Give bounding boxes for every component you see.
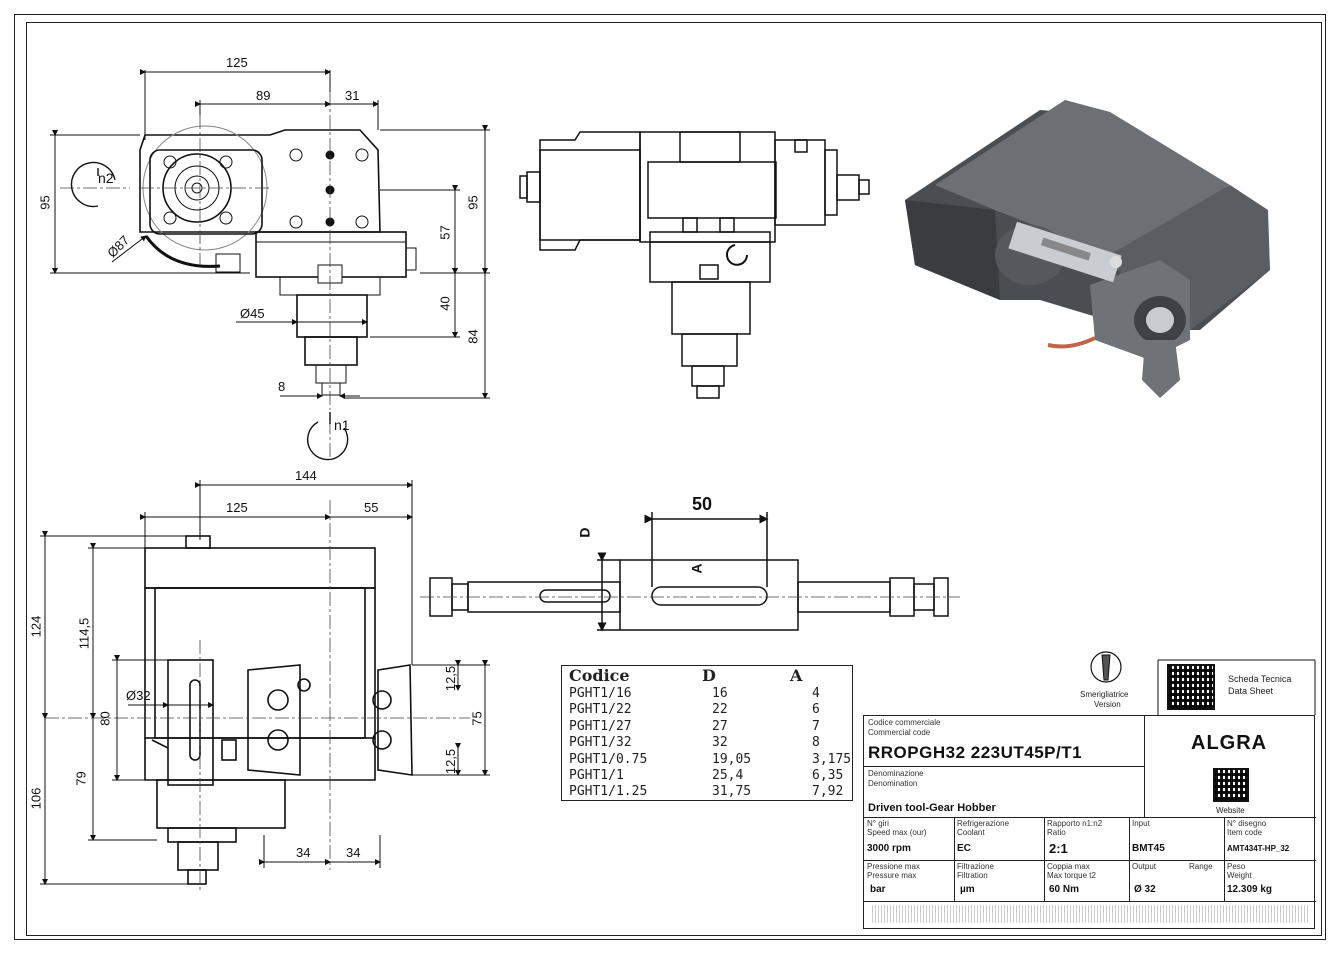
dimension-lines-top: [50, 69, 490, 399]
torque-value: 60 Nm: [1049, 884, 1080, 895]
label-d: D: [576, 527, 593, 538]
label-n2: n2: [98, 170, 114, 186]
ratio-value: 2:1: [1049, 841, 1068, 856]
commercial-code-label-en: Commercial code: [868, 728, 931, 737]
datasheet-label-1: Scheda Tecnica: [1228, 674, 1292, 684]
dim-55: 55: [364, 500, 379, 515]
input-value: BMT45: [1132, 843, 1165, 854]
version-label-2: Version: [1094, 700, 1121, 709]
filtration-value: µm: [960, 884, 975, 895]
dim-75: 75: [469, 711, 485, 726]
pressure-value: bar: [870, 884, 886, 895]
inner-frame: [26, 22, 1322, 936]
label-a: A: [688, 563, 705, 574]
dimension-lines-bottom: [40, 480, 490, 885]
denomination-label-it: Denominazione: [868, 769, 924, 778]
denomination: Driven tool-Gear Hobber: [868, 802, 996, 814]
dim-34-right: 34: [346, 845, 361, 860]
dim-57: 57: [437, 225, 453, 240]
algra-logo: ALGRA: [1143, 720, 1315, 764]
front-view-top: [139, 125, 417, 396]
brand-name: ALGRA: [1191, 732, 1268, 754]
datasheet-qr-code[interactable]: [1167, 664, 1215, 710]
top-view-bottom: [144, 535, 413, 885]
weight-value: 12.309 kg: [1227, 884, 1273, 895]
fine-print: [872, 905, 1308, 923]
dim-diameter-32: Ø32: [126, 688, 151, 703]
commercial-code-label-it: Codice commerciale: [868, 718, 941, 727]
dim-31: 31: [345, 88, 360, 103]
isometric-render: [905, 100, 1270, 398]
dim-106: 106: [28, 787, 44, 810]
col-header-code: Codice: [569, 666, 630, 685]
label-n1: n1: [334, 417, 350, 433]
dim-125-top: 125: [226, 55, 248, 70]
dim-124: 124: [28, 615, 44, 638]
dim-125-bottom: 125: [226, 500, 248, 515]
rotation-symbols: [70, 161, 349, 461]
denomination-label-en: Denomination: [868, 779, 918, 788]
col-header-a: A: [790, 666, 803, 685]
dim-80: 80: [97, 711, 113, 726]
dim-12-5-top: 12,5: [443, 665, 459, 692]
item-code-value: AMT434T-HP_32: [1227, 844, 1290, 853]
col-header-d: D: [702, 666, 716, 685]
website-qr-code[interactable]: [1213, 768, 1249, 802]
speed-value: 3000 rpm: [867, 843, 911, 854]
dim-95-right: 95: [465, 195, 481, 210]
dim-84: 84: [465, 329, 481, 344]
dim-114-5: 114,5: [76, 617, 92, 650]
commercial-code: RROPGH32 223UT45P/T1: [868, 743, 1083, 762]
outer-frame: [14, 14, 1326, 940]
dim-8: 8: [278, 379, 286, 394]
website-label: Website: [1216, 806, 1245, 815]
dim-50: 50: [692, 494, 713, 514]
datasheet-label-2: Data Sheet: [1228, 686, 1274, 696]
title-block: Codice commerciale Commercial code RROPG…: [863, 715, 1316, 929]
dim-79: 79: [73, 771, 89, 786]
dim-40: 40: [437, 296, 453, 311]
dim-95-left: 95: [37, 195, 53, 210]
coolant-value: EC: [957, 843, 971, 854]
dim-89: 89: [256, 88, 271, 103]
dim-12-5-bottom: 12,5: [443, 748, 459, 775]
version-label-1: Smerigliatrice: [1080, 690, 1129, 699]
output-value: Ø 32: [1134, 884, 1156, 895]
dim-144: 144: [295, 468, 317, 483]
dim-diameter-45: Ø45: [240, 306, 265, 321]
side-view-top: [519, 131, 870, 399]
dim-34-left: 34: [296, 845, 311, 860]
